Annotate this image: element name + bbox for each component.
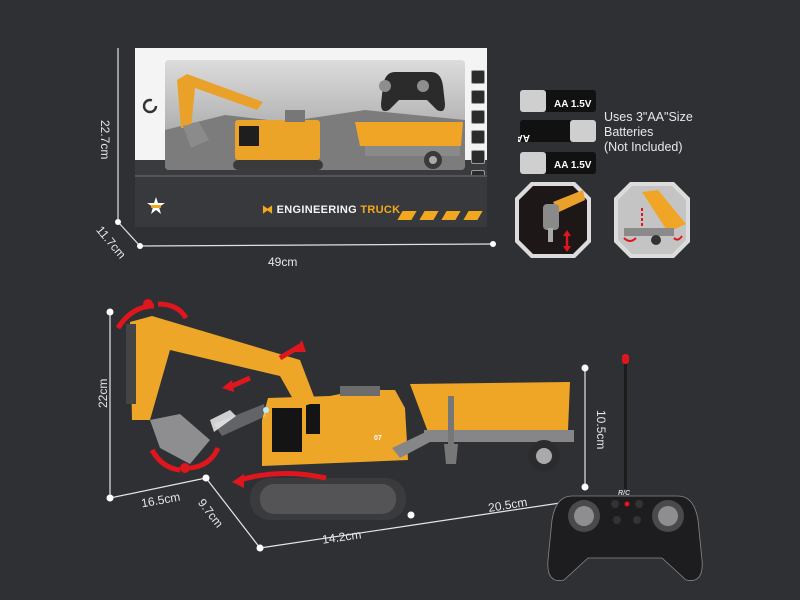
battery-icon: AA 1.5V bbox=[520, 90, 596, 112]
star-emblem-icon bbox=[147, 197, 165, 215]
remote-label: R/C bbox=[618, 490, 631, 497]
title-bolt-icon: ⧓ bbox=[262, 204, 277, 216]
title-word-truck: TRUCK bbox=[360, 204, 401, 216]
trailer-height-label: 10.5cm bbox=[594, 410, 608, 450]
svg-text:AA 1.5V: AA 1.5V bbox=[554, 160, 592, 171]
remote-icon bbox=[471, 90, 485, 104]
battery-icon bbox=[471, 130, 485, 144]
battery-note-line1: Uses 3"AA"Size bbox=[604, 110, 693, 124]
brand-logo-icon bbox=[142, 98, 158, 114]
power-icon bbox=[471, 70, 485, 84]
excavator-height-label: 22cm bbox=[96, 378, 110, 408]
battery-note-line2: Batteries bbox=[604, 125, 654, 139]
light-icon bbox=[471, 150, 485, 164]
package-window bbox=[165, 60, 465, 170]
truck-number: 07 bbox=[374, 435, 382, 442]
inset-breaker-hammer bbox=[513, 180, 591, 258]
package-width-label: 49cm bbox=[268, 255, 298, 269]
battery-note-line3: (Not Included) bbox=[604, 140, 683, 154]
title-word-engineering: ENGINEERING bbox=[276, 204, 357, 216]
inset-dump-trailer bbox=[612, 180, 690, 258]
svg-text:AA 1.5V: AA 1.5V bbox=[554, 99, 592, 110]
sound-icon bbox=[471, 110, 485, 124]
package-title: ⧓ ENGINEERING TRUCK bbox=[262, 203, 400, 216]
battery-note: Uses 3"AA"Size Batteries (Not Included) bbox=[604, 110, 693, 155]
package-contents-illustration bbox=[165, 72, 465, 170]
batteries-illustration: AA 1.5V AA 1.5V AA 1.5V bbox=[518, 88, 600, 178]
product-dimension-lines bbox=[109, 312, 601, 549]
remote-control bbox=[547, 354, 703, 581]
svg-text:AA 1.5V: AA 1.5V bbox=[518, 132, 530, 143]
